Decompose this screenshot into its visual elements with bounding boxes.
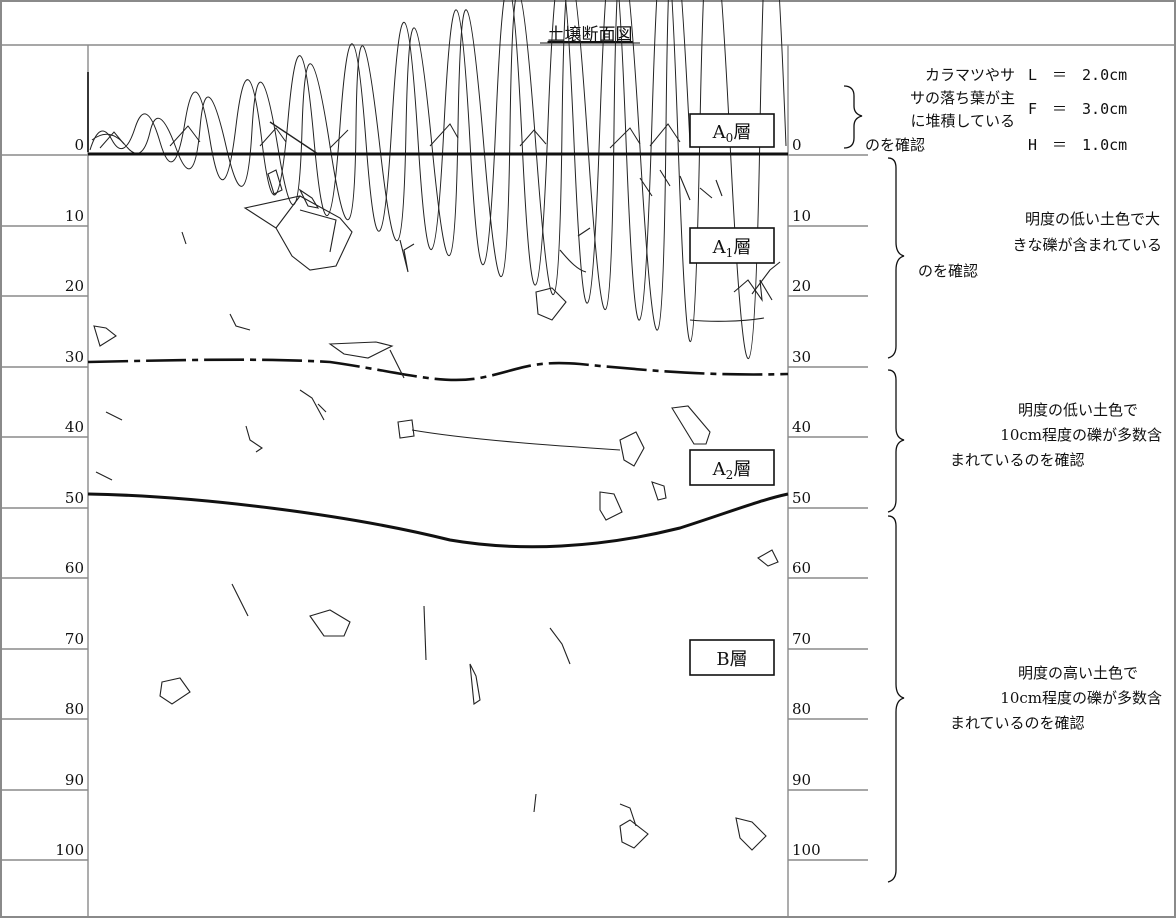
note-a2-line: まれているのを確認: [950, 451, 1085, 469]
layer-label-a0: A0層: [689, 113, 775, 148]
right-tick-label: 20: [792, 277, 811, 295]
right-tick-label: 10: [792, 207, 811, 225]
note-a2-line: 明度の低い土色で: [1018, 401, 1138, 419]
a2-b-boundary: [87, 492, 789, 549]
left-depth-scale: 0 10 20 30 40 50 60 70 80 90 100: [1, 136, 88, 861]
right-tick-label: 100: [792, 841, 821, 859]
left-tick-label: 90: [65, 771, 84, 789]
note-a0-thickness: L ＝ 2.0cm F ＝ 3.0cm H ＝ 1.0cm: [1028, 66, 1127, 154]
note-a1-line: きな礫が含まれている: [1012, 236, 1162, 254]
layer-label-a1: A1層: [689, 227, 775, 264]
thickness-f: F ＝ 3.0cm: [1028, 100, 1127, 118]
right-tick-label: 60: [792, 559, 811, 577]
layer-label-b-prefix: B層: [716, 649, 747, 670]
left-tick-label: 30: [65, 348, 84, 366]
right-tick-label: 40: [792, 418, 811, 436]
braces: [843, 85, 905, 883]
layer-label-b: B層: [689, 639, 775, 676]
note-a0-line: のを確認: [865, 136, 925, 154]
left-tick-label: 70: [65, 630, 84, 648]
note-a2: 明度の低い土色で 10cm程度の礫が多数含 まれているのを確認: [950, 401, 1162, 469]
right-tick-label: 50: [792, 489, 811, 507]
svg-text:A2層: A2層: [712, 459, 752, 482]
left-tick-label: 10: [65, 207, 84, 225]
left-tick-label: 100: [55, 841, 84, 859]
right-tick-label: 0: [792, 136, 802, 154]
note-a0-line: サの落ち葉が主: [910, 89, 1015, 107]
note-a1: 明度の低い土色で大 きな礫が含まれている のを確認: [918, 210, 1162, 280]
note-b-line: まれているのを確認: [950, 714, 1085, 732]
diagram-title: 土壌断面図: [548, 25, 633, 45]
note-a0-line: カラマツやサ: [925, 66, 1015, 84]
left-tick-label: 0: [74, 136, 84, 154]
note-a0-line: に堆積している: [910, 112, 1015, 130]
note-b-line: 明度の高い土色で: [1018, 664, 1138, 682]
thickness-l: L ＝ 2.0cm: [1028, 66, 1127, 84]
gravel-and-root-sketches: [93, 169, 781, 851]
svg-text:A1層: A1層: [712, 237, 752, 260]
right-tick-label: 30: [792, 348, 811, 366]
left-tick-label: 50: [65, 489, 84, 507]
note-a1-line: のを確認: [918, 262, 978, 280]
right-tick-label: 90: [792, 771, 811, 789]
layer-label-a2: A2層: [689, 449, 775, 486]
left-tick-label: 80: [65, 700, 84, 718]
right-tick-label: 70: [792, 630, 811, 648]
litter-layer-drawing: [89, 0, 787, 359]
a1-a2-boundary: [87, 358, 789, 382]
note-a1-line: 明度の低い土色で大: [1025, 210, 1160, 228]
right-depth-scale: 0 10 20 30 40 50 60 70 80 90 100: [788, 136, 868, 861]
note-a0: カラマツやサ サの落ち葉が主 に堆積している のを確認: [865, 66, 1015, 154]
thickness-h: H ＝ 1.0cm: [1028, 136, 1127, 154]
svg-text:A0層: A0層: [712, 122, 752, 145]
brace-a0: [843, 85, 863, 149]
left-tick-label: 60: [65, 559, 84, 577]
left-tick-label: 40: [65, 418, 84, 436]
note-a2-line: 10cm程度の礫が多数含: [1000, 426, 1162, 444]
right-tick-label: 80: [792, 700, 811, 718]
left-tick-label: 20: [65, 277, 84, 295]
note-b-line: 10cm程度の礫が多数含: [1000, 689, 1162, 707]
note-b: 明度の高い土色で 10cm程度の礫が多数含 まれているのを確認: [950, 664, 1162, 732]
